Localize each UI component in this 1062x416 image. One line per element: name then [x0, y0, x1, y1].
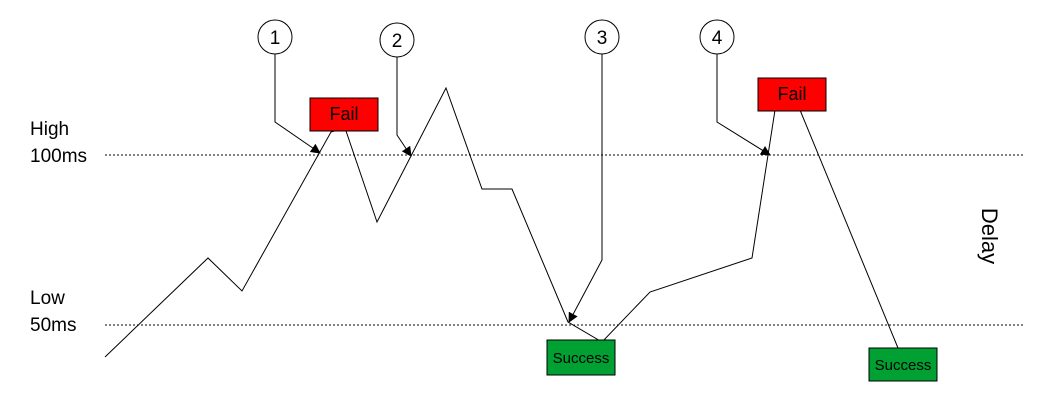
marker-arrow	[396, 57, 412, 157]
success-box-2: Success	[868, 347, 938, 382]
fail-box-2: Fail	[757, 77, 827, 112]
low-threshold-label: Low	[30, 288, 65, 309]
low-threshold-value: 50ms	[30, 315, 76, 336]
marker-number: 4	[712, 28, 723, 49]
delay-side-label: Delay	[977, 208, 1002, 264]
high-threshold-value: 100ms	[30, 146, 87, 167]
marker-arrow	[568, 54, 603, 323]
marker-arrow	[716, 54, 771, 156]
fail-box-1: Fail	[309, 97, 379, 132]
marker-3: 3	[568, 19, 620, 323]
marker-number: 1	[270, 28, 281, 49]
fail-box-bg	[757, 77, 827, 112]
success-box-bg	[546, 339, 616, 376]
high-threshold-label: High	[30, 119, 69, 140]
success-box-label: Success	[553, 350, 610, 367]
success-box-label: Success	[875, 357, 932, 374]
marker-1: 1	[257, 19, 321, 154]
delay-trace	[104, 86, 899, 358]
marker-2: 2	[379, 22, 415, 157]
marker-number: 2	[392, 31, 403, 52]
fail-box-label: Fail	[329, 104, 358, 124]
fail-box-bg	[309, 97, 379, 132]
marker-4: 4	[699, 19, 771, 156]
fail-box-label: Fail	[777, 84, 806, 104]
marker-number: 3	[597, 28, 608, 49]
success-box-1: Success	[546, 339, 616, 376]
success-box-bg	[868, 347, 938, 382]
marker-arrow	[274, 54, 321, 154]
